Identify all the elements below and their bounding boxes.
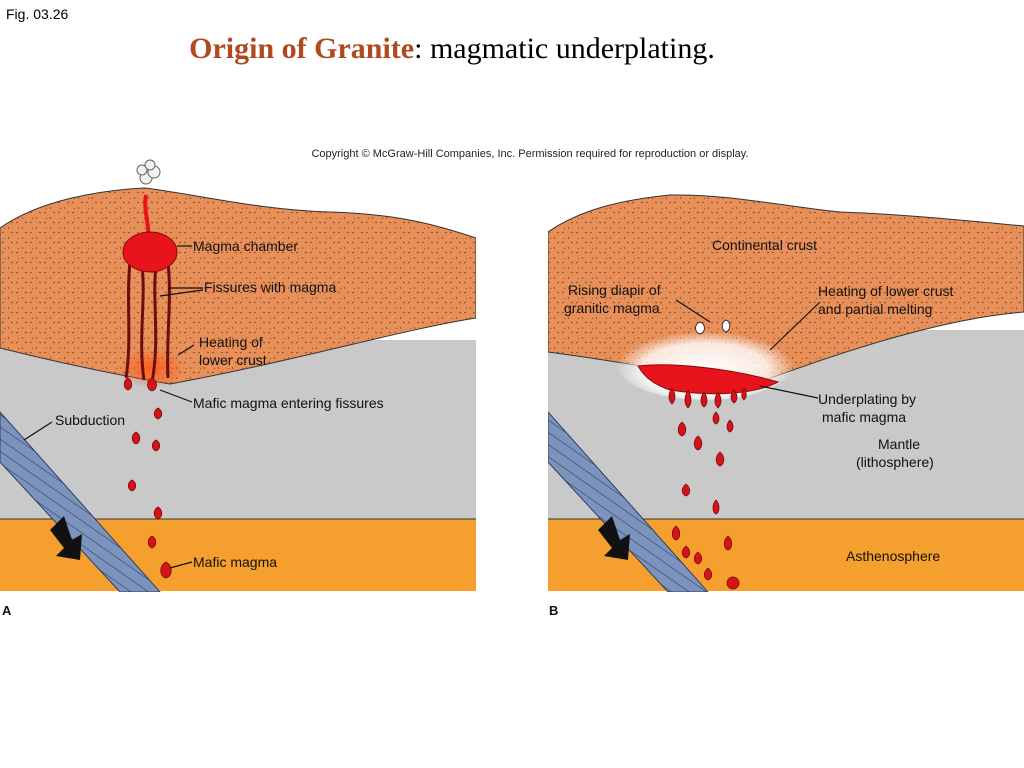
panel-b-rising-diapirs [695,319,731,335]
label-lower-crust: lower crust [199,352,267,368]
copyright-notice: Copyright © McGraw-Hill Companies, Inc. … [311,148,749,160]
label-lithosphere: (lithosphere) [856,454,934,470]
panel-a-subduction-arrow [50,516,82,560]
label-mafic-magma-entering: Mafic magma entering fissures [193,395,384,411]
label-asthenosphere: Asthenosphere [846,548,940,564]
panel-b-letter: B [549,603,558,618]
panel-a-leaders [23,245,204,569]
panel-b-magma-drips [668,387,747,590]
panel-b-leaders [675,299,821,399]
label-underplating-by: Underplating by [818,391,916,407]
panel-a-eruption-cloud [136,159,161,185]
label-mafic-magma-b: mafic magma [822,409,906,425]
panel-b-underplating-magma [637,364,780,395]
label-magma-chamber: Magma chamber [193,238,298,254]
label-heating-of-lower-crust: Heating of lower crust [818,283,954,299]
label-continental-crust: Continental crust [712,237,817,253]
label-granitic-magma: granitic magma [564,300,660,316]
title-bold: Origin of Granite [189,32,415,65]
label-partial-melting: and partial melting [818,301,932,317]
label-mantle: Mantle [878,436,920,452]
panel-b-subducting-slab [548,411,709,592]
label-heating-of: Heating of [199,334,263,350]
slide-title: Origin of Granite: magmatic underplating… [0,32,904,66]
panel-b [548,194,1024,592]
panel-a-magma-droplets [123,377,172,579]
panel-a-crust-speckle [0,188,476,384]
panel-b-subduction-arrow [598,516,630,560]
panel-a-subducting-slab [0,411,161,592]
title-rest: : magmatic underplating. [414,32,715,65]
panel-a-fissures [124,261,171,383]
label-rising-diapir-of: Rising diapir of [568,282,661,298]
label-fissures-with-magma: Fissures with magma [204,279,336,295]
panel-a-magma-chamber [122,231,178,273]
panel-a [0,159,476,592]
figure-label: Fig. 03.26 [6,6,69,22]
label-subduction: Subduction [55,412,125,428]
label-mafic-magma: Mafic magma [193,554,277,570]
panel-a-letter: A [2,603,12,618]
